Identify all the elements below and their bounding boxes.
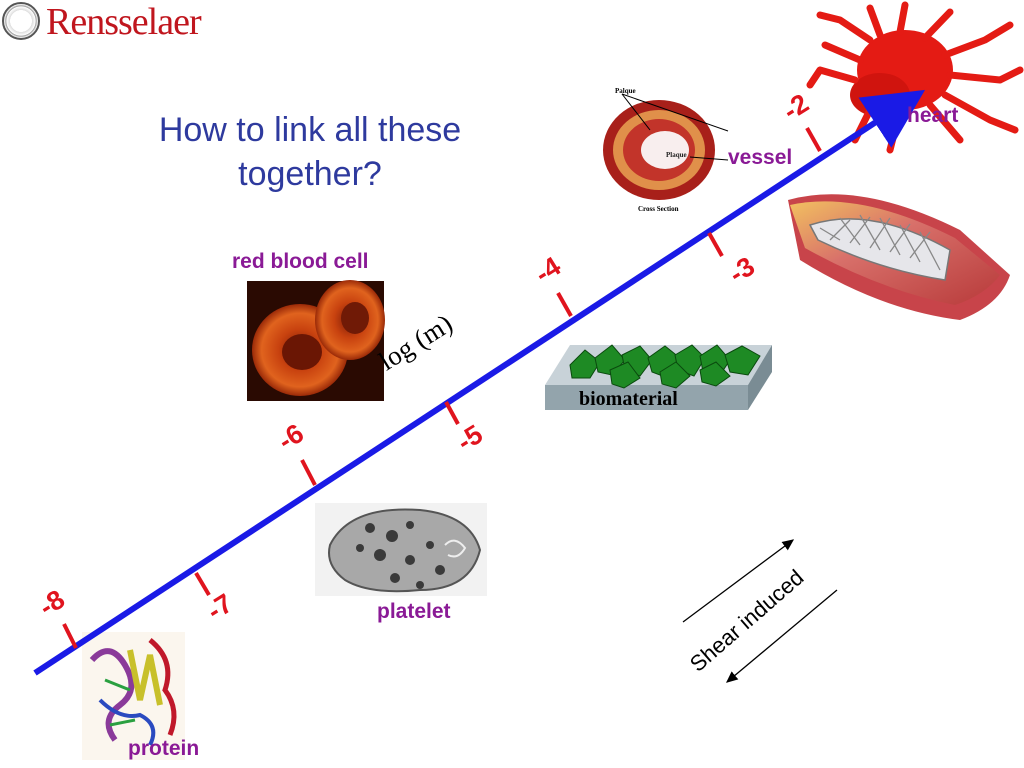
- stent-vessel-image: [788, 194, 1010, 320]
- heart-label: heart: [907, 104, 959, 127]
- tick-mark: [300, 459, 317, 486]
- tick-mark: [444, 401, 460, 425]
- biomaterial-label: biomaterial: [579, 388, 678, 410]
- tick-marks: [62, 127, 822, 649]
- plaque-top-label: Palque: [615, 87, 636, 95]
- tick-mark: [62, 623, 78, 649]
- red-blood-cell-label: red blood cell: [232, 250, 369, 273]
- heart-image: [806, 1, 1024, 154]
- platelet-image: [315, 503, 487, 596]
- tick-mark: [194, 571, 211, 597]
- slide-title: How to link all these together?: [120, 108, 500, 196]
- vessel-cross-section-image: [603, 93, 729, 200]
- protein-label: protein: [128, 737, 200, 760]
- rensselaer-logo: Rensselaer: [46, 1, 202, 43]
- vessel-label: vessel: [728, 146, 793, 169]
- red-blood-cell-image: [247, 280, 385, 401]
- shear-arrow-down: [726, 589, 838, 683]
- shear-arrow-up: [682, 539, 795, 623]
- cross-section-label: Cross Section: [638, 205, 679, 213]
- tick-mark: [707, 232, 724, 257]
- title-line-1: How to link all these: [158, 111, 462, 149]
- plaque-mid-label: Plaque: [666, 151, 687, 159]
- tick-mark: [556, 292, 573, 317]
- biomaterial-image: [545, 344, 772, 410]
- rensselaer-seal-icon: [2, 2, 40, 40]
- tick-mark: [805, 127, 822, 152]
- platelet-label: platelet: [377, 600, 451, 623]
- protein-structure-image: [82, 632, 185, 760]
- log-scale-axis: [33, 89, 926, 676]
- title-line-2: together?: [238, 155, 382, 193]
